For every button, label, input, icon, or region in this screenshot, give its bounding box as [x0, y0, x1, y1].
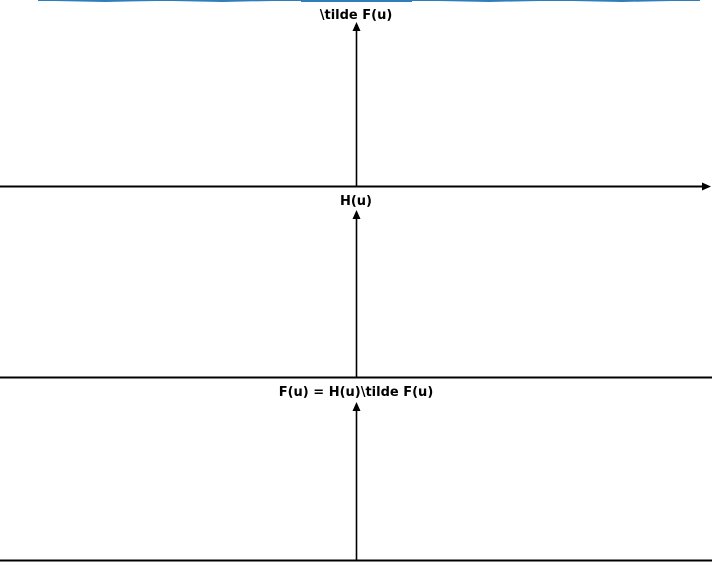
- y-axis-arrow-icon-panel2: [352, 210, 361, 219]
- panel-replicated-spectrum: [0, 0, 711, 191]
- y-axis-arrow-icon-panel3: [352, 402, 361, 411]
- panel-label-filter: H(u): [339, 194, 373, 209]
- curve-reconstructed-spectrum: [38, 0, 700, 2]
- y-axis-arrow-icon-panel1: [352, 22, 361, 31]
- x-axis-arrow-icon-panel1: [702, 182, 711, 191]
- panel-label-replicated-spectrum: \tilde F(u): [319, 8, 393, 23]
- panel-label-reconstructed-spectrum: F(u) = H(u)\tilde F(u): [278, 385, 434, 400]
